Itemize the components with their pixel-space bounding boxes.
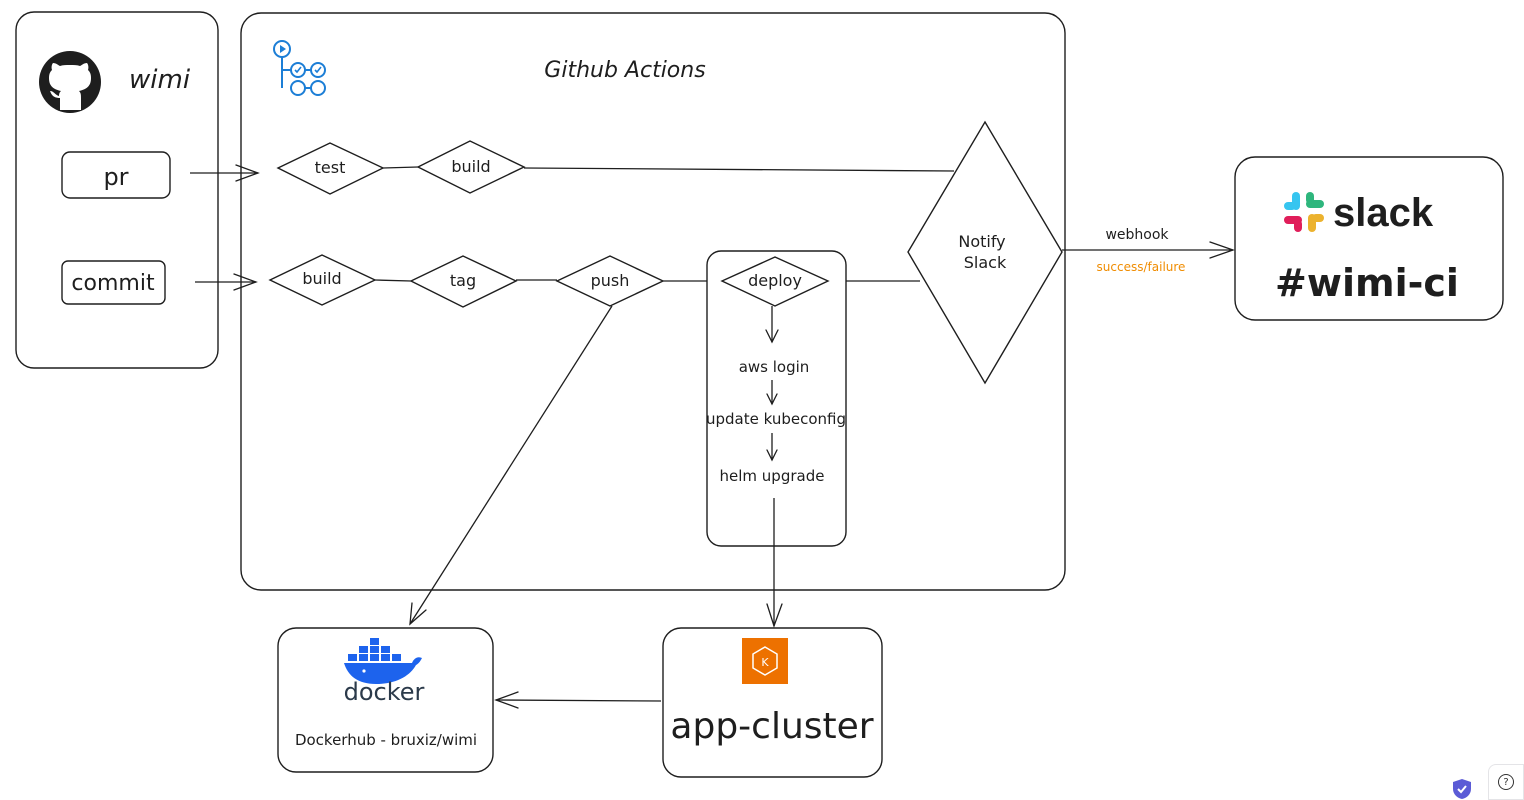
dockerhub-box: [277, 627, 494, 773]
slack-wordmark: slack: [1333, 191, 1434, 235]
slack-icon: [1284, 192, 1324, 232]
commit-build-label: build: [302, 269, 341, 288]
commit-tag-label: tag: [450, 271, 476, 290]
webhook-sublabel: success/failure: [1097, 260, 1186, 274]
pr-to-notify-line: [523, 167, 955, 172]
step-helm-upgrade: helm upgrade: [720, 467, 825, 485]
github-actions-title: Github Actions: [544, 58, 705, 83]
slack-box: [1234, 156, 1504, 321]
cluster-to-docker-arrow: [495, 699, 662, 702]
pr-build-label: build: [451, 157, 490, 176]
workflow-icon: [273, 40, 326, 96]
step-aws-login: aws login: [739, 358, 810, 376]
trigger-pr-box[interactable]: [61, 151, 171, 199]
notify-line2: Slack: [964, 253, 1007, 272]
commit-push-label: push: [591, 271, 630, 290]
github-icon: [39, 51, 101, 113]
help-icon: ?: [1498, 774, 1514, 790]
docker-icon: [344, 638, 422, 684]
eks-icon: K: [742, 638, 788, 684]
app-cluster-label: app-cluster: [670, 706, 873, 747]
shield-icon[interactable]: [1451, 778, 1473, 800]
app-cluster-box: [662, 627, 883, 778]
trigger-pr-label: pr: [103, 163, 128, 191]
docker-wordmark: docker: [344, 678, 425, 706]
notify-line1: Notify: [958, 232, 1005, 251]
help-button[interactable]: ?: [1488, 764, 1524, 800]
trigger-commit-box[interactable]: [61, 260, 166, 305]
pr-test-label: test: [315, 158, 346, 177]
webhook-label: webhook: [1105, 227, 1169, 243]
deploy-label: deploy: [748, 271, 802, 290]
push-to-docker-arrow: [409, 305, 613, 625]
deploy-node[interactable]: [720, 256, 830, 307]
notify-slack-node[interactable]: [907, 120, 1063, 385]
slack-channel: #wimi-ci: [1275, 261, 1459, 305]
deploy-group: [706, 250, 847, 547]
repo-name: wimi: [129, 65, 191, 95]
commit-tag-node[interactable]: [409, 255, 518, 308]
dockerhub-label: Dockerhub - bruxiz/wimi: [295, 731, 477, 749]
eks-badge: K: [761, 656, 769, 669]
trigger-commit-label: commit: [71, 271, 155, 296]
pr-build-node[interactable]: [416, 140, 526, 194]
step-update-kubeconfig: update kubeconfig: [706, 410, 846, 428]
